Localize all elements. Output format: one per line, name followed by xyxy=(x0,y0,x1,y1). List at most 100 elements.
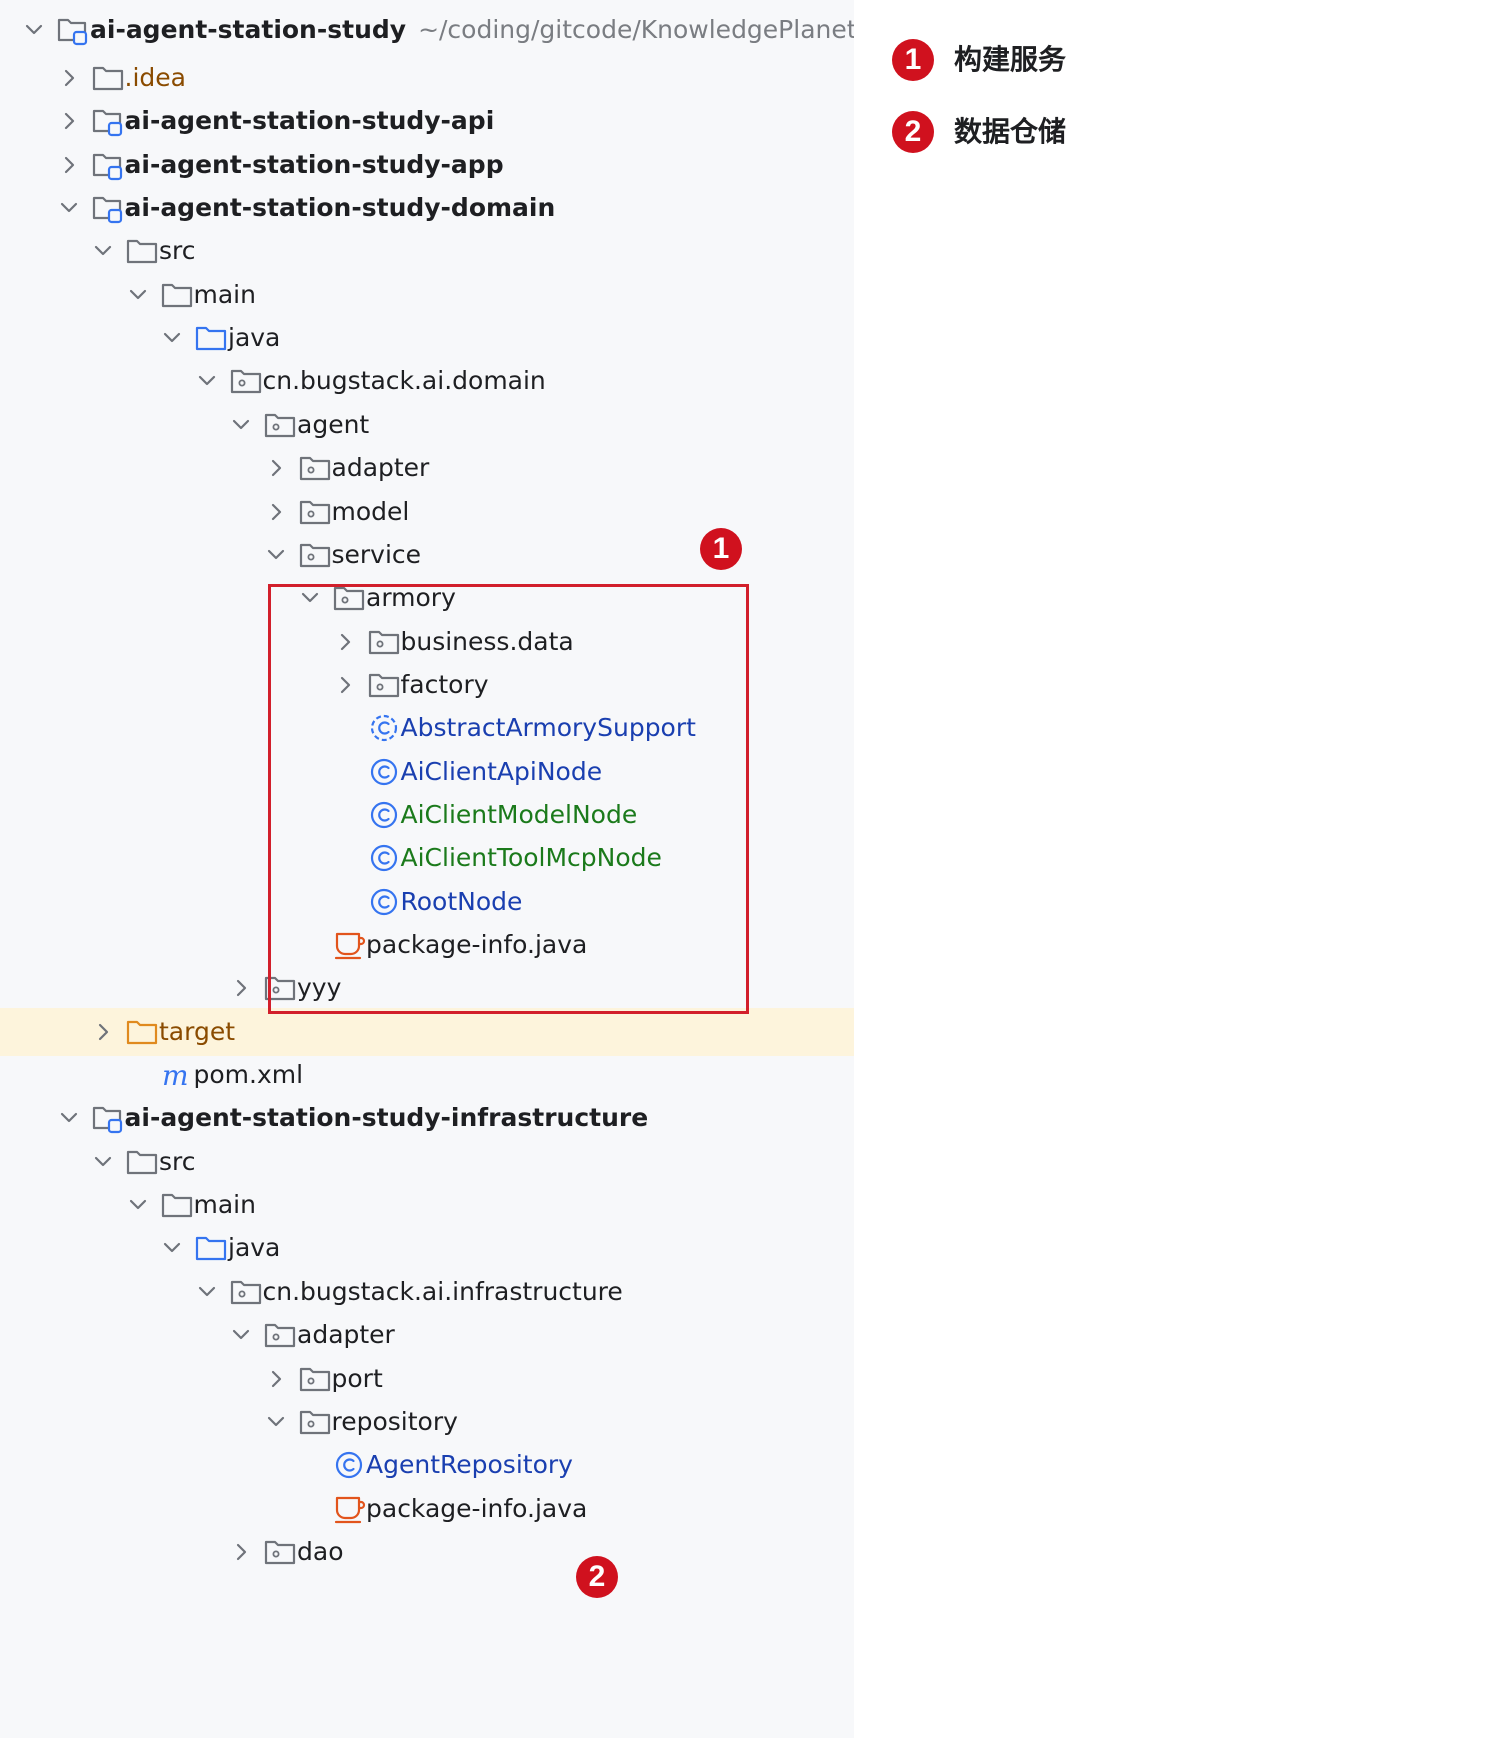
chevron-down-icon[interactable] xyxy=(229,1323,253,1347)
tree-row[interactable]: ai-agent-station-study-app xyxy=(0,141,854,189)
tree-label: target xyxy=(159,1016,236,1046)
package-icon xyxy=(367,625,401,659)
class-icon xyxy=(367,755,401,789)
tree-row[interactable]: service xyxy=(0,531,854,579)
chevron-right-icon[interactable] xyxy=(57,153,81,177)
excluded-folder-icon xyxy=(125,1015,159,1049)
tree-label: cn.bugstack.ai.infrastructure xyxy=(262,1276,623,1306)
tree-label: AiClientModelNode xyxy=(400,799,638,829)
chevron-down-icon[interactable] xyxy=(195,369,219,393)
project-tree-panel[interactable]: ai-agent-station-study~/coding/gitcode/K… xyxy=(0,0,854,1738)
tree-row[interactable]: ai-agent-station-study-domain xyxy=(0,184,854,232)
chevron-down-icon[interactable] xyxy=(264,1410,288,1434)
tree-label: AgentRepository xyxy=(366,1450,573,1480)
chevron-right-icon[interactable] xyxy=(333,673,357,697)
chevron-down-icon[interactable] xyxy=(126,1193,150,1217)
annotation-badge-2: 2 xyxy=(576,1556,618,1598)
chevron-down-icon[interactable] xyxy=(195,1280,219,1304)
chevron-down-icon[interactable] xyxy=(22,18,46,42)
chevron-down-icon[interactable] xyxy=(57,1106,81,1130)
tree-row[interactable]: factory xyxy=(0,661,854,709)
tree-row[interactable]: .idea xyxy=(0,54,854,102)
tree-label: src xyxy=(159,1146,196,1176)
chevron-right-icon[interactable] xyxy=(91,1020,115,1044)
tree-label: agent xyxy=(297,409,370,439)
tree-row[interactable]: target xyxy=(0,1007,854,1056)
tree-row-root[interactable]: ai-agent-station-study~/coding/gitcode/K… xyxy=(0,6,854,54)
chevron-right-icon[interactable] xyxy=(229,1540,253,1564)
class-icon xyxy=(367,885,401,919)
chevron-right-icon[interactable] xyxy=(264,1367,288,1391)
tree-row[interactable]: package-info.java xyxy=(0,1485,854,1533)
tree-row[interactable]: main xyxy=(0,271,854,319)
tree-row[interactable]: repository xyxy=(0,1398,854,1446)
chevron-right-icon[interactable] xyxy=(264,500,288,524)
tree-row[interactable]: model xyxy=(0,488,854,536)
tree-label: package-info.java xyxy=(366,930,588,959)
tree-row[interactable]: cn.bugstack.ai.infrastructure xyxy=(0,1268,854,1316)
tree-row[interactable]: armory xyxy=(0,574,854,622)
tree-label: service xyxy=(331,539,422,569)
package-icon xyxy=(229,364,263,398)
chevron-down-icon[interactable] xyxy=(298,586,322,610)
chevron-down-icon[interactable] xyxy=(160,1236,184,1260)
tree-label: .idea xyxy=(124,63,186,92)
tree-row[interactable]: RootNode xyxy=(0,878,854,926)
service-highlight-box xyxy=(268,584,749,1014)
class-icon xyxy=(332,1448,366,1482)
chevron-right-icon[interactable] xyxy=(57,66,81,90)
tree-label: model xyxy=(331,496,410,526)
tree-row[interactable]: dao xyxy=(0,1528,854,1576)
package-icon xyxy=(367,668,401,702)
tree-row[interactable]: AiClientApiNode xyxy=(0,748,854,796)
chevron-down-icon[interactable] xyxy=(229,413,253,437)
tree-label: ai-agent-station-study-infrastructure xyxy=(124,1103,649,1133)
source-folder-icon xyxy=(194,321,228,355)
folder-icon xyxy=(91,61,125,95)
chevron-right-icon[interactable] xyxy=(264,456,288,480)
tree-row[interactable]: java xyxy=(0,1224,854,1272)
tree-row[interactable]: ai-agent-station-study-infrastructure xyxy=(0,1094,854,1142)
folder-icon xyxy=(125,234,159,268)
chevron-down-icon[interactable] xyxy=(91,239,115,263)
tree-row[interactable]: src xyxy=(0,227,854,275)
tree-row[interactable]: AiClientToolMcpNode xyxy=(0,834,854,882)
tree-row[interactable]: AgentRepository xyxy=(0,1441,854,1489)
chevron-down-icon[interactable] xyxy=(264,543,288,567)
tree-row[interactable]: main xyxy=(0,1181,854,1229)
tree-label: src xyxy=(159,236,196,266)
chevron-down-icon[interactable] xyxy=(91,1150,115,1174)
tree-row[interactable]: package-info.java xyxy=(0,921,854,969)
tree-label: adapter xyxy=(331,453,430,483)
tree-row[interactable]: cn.bugstack.ai.domain xyxy=(0,357,854,405)
tree-label: java xyxy=(228,323,281,353)
tree-row[interactable]: AbstractArmorySupport xyxy=(0,704,854,752)
chevron-right-icon[interactable] xyxy=(57,109,81,133)
tree-label: main xyxy=(193,279,256,309)
module-icon xyxy=(91,191,125,225)
chevron-down-icon[interactable] xyxy=(57,196,81,220)
tree-row[interactable]: adapter xyxy=(0,444,854,492)
tree-row[interactable]: yyy xyxy=(0,964,854,1012)
java-file-icon xyxy=(332,1492,366,1526)
chevron-down-icon[interactable] xyxy=(160,326,184,350)
tree-row[interactable]: business.data xyxy=(0,618,854,666)
tree-label: yyy xyxy=(297,973,342,1003)
tree-row[interactable]: agent xyxy=(0,401,854,449)
legend-text-data-repository: 数据仓储 xyxy=(954,115,1067,148)
tree-row[interactable]: adapter xyxy=(0,1311,854,1359)
class-icon xyxy=(367,841,401,875)
tree-row[interactable]: ai-agent-station-study-api xyxy=(0,97,854,145)
chevron-down-icon[interactable] xyxy=(126,283,150,307)
tree-row[interactable]: port xyxy=(0,1355,854,1403)
folder-icon xyxy=(125,1145,159,1179)
tree-row[interactable]: java xyxy=(0,314,854,362)
chevron-right-icon[interactable] xyxy=(333,630,357,654)
chevron-right-icon[interactable] xyxy=(229,976,253,1000)
tree-row[interactable]: src xyxy=(0,1138,854,1186)
folder-icon xyxy=(160,278,194,312)
tree-row[interactable]: AiClientModelNode xyxy=(0,791,854,839)
module-icon xyxy=(56,13,90,47)
legend-text-build-service: 构建服务 xyxy=(954,43,1067,76)
